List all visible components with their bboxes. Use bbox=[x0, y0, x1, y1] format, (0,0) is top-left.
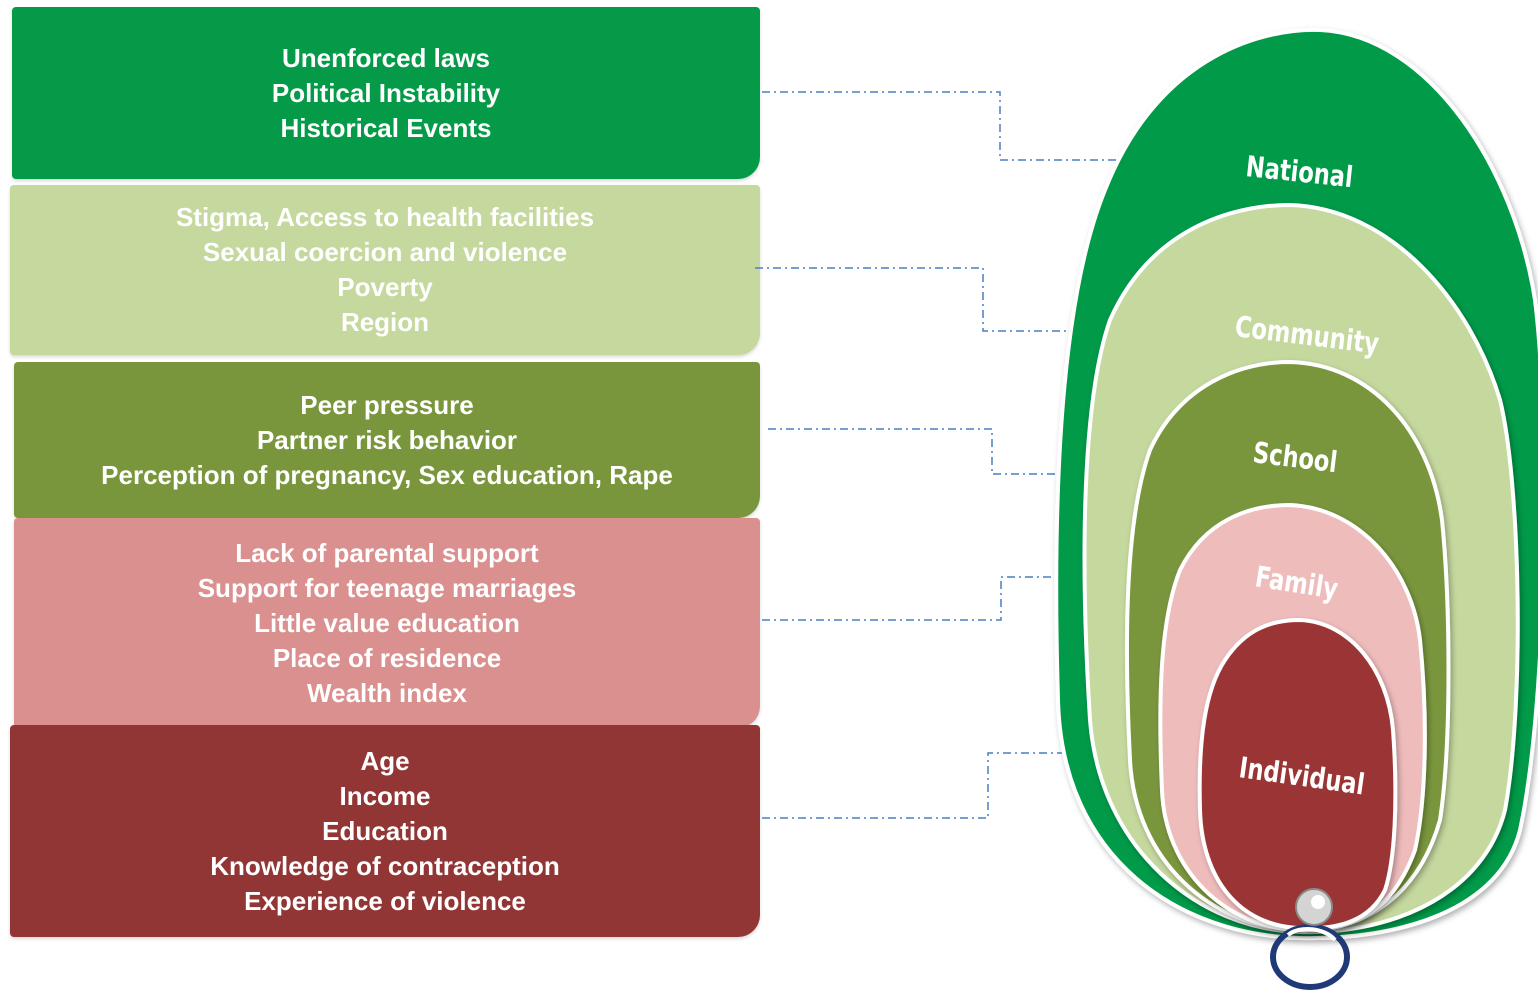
community-factor-2: Sexual coercion and violence bbox=[202, 237, 568, 267]
keyring-icon bbox=[1270, 888, 1350, 990]
family-factor-1: Lack of parental support bbox=[235, 537, 539, 568]
national-factor-3: Historical Events bbox=[280, 112, 492, 143]
family-factor-3: Little value education bbox=[254, 607, 520, 638]
school-factor-2: Partner risk behavior bbox=[256, 424, 518, 455]
individual-factors-box: Age Income Education Knowledge of contra… bbox=[10, 725, 760, 937]
school-factor-1: Peer pressure bbox=[300, 389, 474, 420]
individual-factor-4: Knowledge of contraception bbox=[210, 850, 560, 881]
individual-factor-5: Experience of violence bbox=[244, 885, 526, 916]
individual-factor-3: Education bbox=[322, 815, 448, 846]
school-factors-box: Peer pressure Partner risk behavior Perc… bbox=[14, 362, 760, 518]
individual-factor-1: Age bbox=[360, 745, 410, 776]
family-factor-2: Support for teenage marriages bbox=[197, 572, 577, 603]
community-factor-3: Poverty bbox=[337, 272, 433, 302]
family-factors-box: Lack of parental support Support for tee… bbox=[14, 518, 760, 728]
national-factor-2: Political Instability bbox=[271, 77, 501, 108]
connector-national bbox=[762, 91, 1238, 161]
connector-school bbox=[768, 428, 1240, 475]
individual-oval bbox=[1197, 617, 1398, 931]
national-factors-box: Unenforced laws Political Instability Hi… bbox=[12, 7, 760, 179]
family-factor-5: Wealth index bbox=[307, 677, 467, 708]
individual-factor-2: Income bbox=[339, 780, 431, 811]
national-factor-1: Unenforced laws bbox=[281, 42, 491, 73]
connector-community bbox=[755, 267, 1210, 332]
family-factor-4: Place of residence bbox=[272, 642, 502, 673]
community-factor-4: Region bbox=[340, 307, 430, 337]
school-factor-3: Perception of pregnancy, Sex education, … bbox=[101, 459, 673, 490]
community-factor-1: Stigma, Access to health facilities bbox=[175, 202, 595, 232]
community-factors-box: Stigma, Access to health facilities Sexu… bbox=[10, 185, 760, 355]
